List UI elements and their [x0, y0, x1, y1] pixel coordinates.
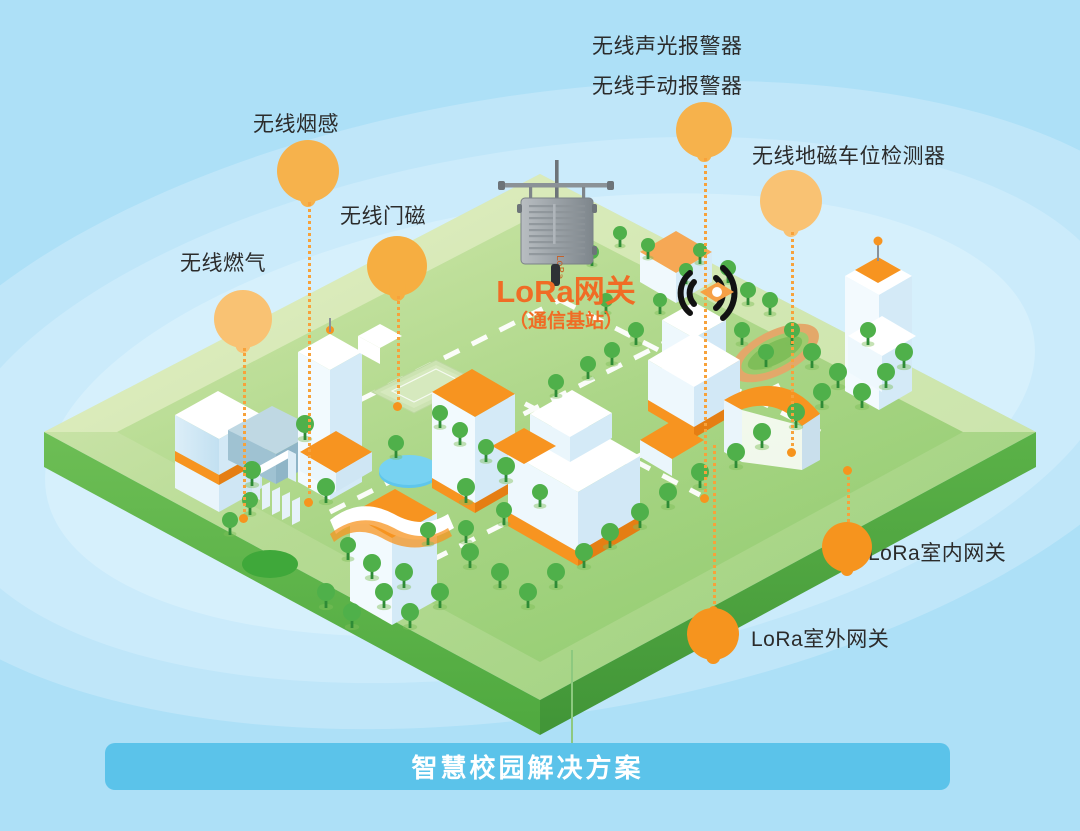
- callout-connector-wireless-sound-light-alarm: [704, 158, 707, 498]
- callout-balloon-wireless-gas[interactable]: [214, 290, 272, 348]
- callout-connector-wireless-door-magnet: [397, 296, 400, 406]
- solution-banner: 智慧校园解决方案: [105, 743, 950, 790]
- callout-connector-lora-outdoor-gateway: [713, 445, 716, 610]
- callout-label-lora-outdoor-gateway: LoRa室外网关: [751, 628, 890, 651]
- callout-label-wireless-gas: 无线燃气: [180, 252, 266, 275]
- callout-label-lora-indoor-gateway: LoRa室内网关: [868, 542, 1007, 565]
- callout-endpoint-wireless-door-magnet: [393, 402, 402, 411]
- callout-label-wireless-door-magnet: 无线门磁: [340, 205, 426, 228]
- wifi-signal-icon: [677, 265, 738, 321]
- callout-balloon-lora-outdoor-gateway[interactable]: [687, 608, 739, 660]
- callout-connector-wireless-smoke: [308, 202, 311, 502]
- callout-endpoint-wireless-gas: [239, 514, 248, 523]
- lora-gateway-device-icon: LoRa: [498, 160, 614, 286]
- lora-title-main: LoRa网关: [496, 274, 636, 309]
- lora-gateway-title: LoRa网关 （通信基站）: [486, 274, 646, 334]
- callout-endpoint-wireless-smoke: [304, 498, 313, 507]
- callout-endpoint-lora-outdoor-gateway: [709, 606, 718, 615]
- callout-label-wireless-manual-alarm: 无线手动报警器: [592, 75, 743, 98]
- callout-endpoint-lora-indoor-gateway: [843, 466, 852, 475]
- callout-balloon-wireless-smoke[interactable]: [277, 140, 339, 202]
- callout-balloon-wireless-door-magnet[interactable]: [367, 236, 427, 296]
- callout-endpoint-wireless-sound-light-alarm: [700, 494, 709, 503]
- banner-connector-line: [571, 650, 573, 745]
- callout-balloon-wireless-sound-light-alarm[interactable]: [676, 102, 732, 158]
- callout-connector-wireless-gas: [243, 348, 246, 518]
- callout-connector-lora-indoor-gateway: [847, 470, 850, 522]
- callout-label-wireless-smoke: 无线烟感: [253, 113, 339, 136]
- lora-title-sub: （通信基站）: [508, 310, 623, 332]
- callout-balloon-lora-indoor-gateway[interactable]: [822, 522, 872, 572]
- callout-balloon-wireless-geomagnetic-parking-detector[interactable]: [760, 170, 822, 232]
- callout-label-wireless-sound-light-alarm: 无线声光报警器: [592, 35, 743, 58]
- solution-banner-title: 智慧校园解决方案: [411, 753, 644, 783]
- callout-endpoint-wireless-geomagnetic-parking-detector: [787, 448, 796, 457]
- callout-connector-wireless-geomagnetic-parking-detector: [791, 232, 794, 452]
- callout-label-wireless-geomagnetic-parking-detector: 无线地磁车位检测器: [752, 145, 946, 168]
